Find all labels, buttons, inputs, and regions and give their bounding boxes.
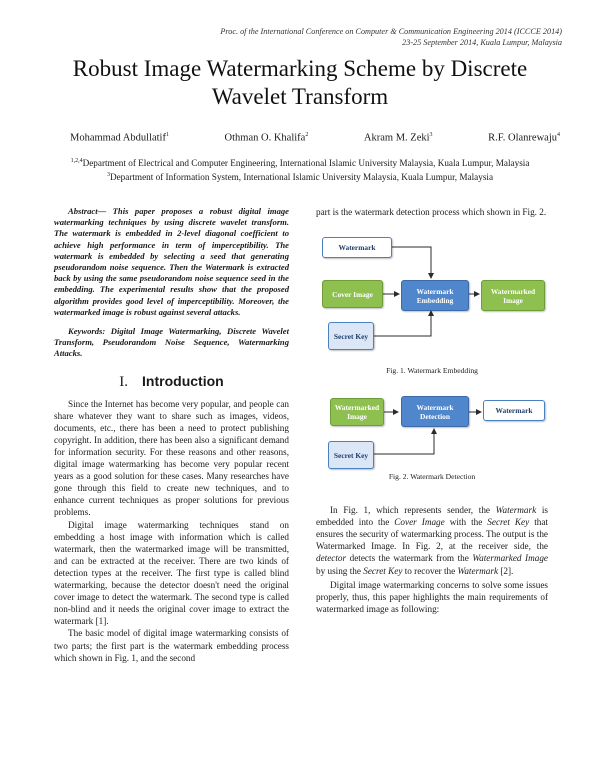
- section-title: Introduction: [142, 372, 224, 389]
- requirements-intro-paragraph: Digital image watermarking concerns to s…: [316, 579, 548, 614]
- figure-2-caption: Fig. 2. Watermark Detection: [388, 472, 476, 482]
- keywords: Keywords: Digital Image Watermarking, Di…: [54, 326, 289, 359]
- conference-line-2: 23-25 September 2014, Kuala Lumpur, Mala…: [402, 38, 562, 47]
- figure-1-embedding-diagram: Watermark Cover Image Watermark Embeddin…: [316, 224, 548, 360]
- figure-1-arrows: [373, 246, 480, 337]
- intro-paragraph-2: Digital image watermarking techniques st…: [54, 519, 289, 627]
- watermark-output-box: Watermark: [483, 400, 545, 422]
- title-line-1: Robust Image Watermarking Scheme by Disc…: [72, 56, 528, 81]
- watermark-detection-box: Watermark Detection: [401, 396, 469, 428]
- figure-1-caption: Fig. 1. Watermark Embedding: [386, 366, 478, 376]
- secret-key-box-2: Secret Key: [328, 441, 374, 470]
- author-2: Othman O. Khalifa2: [224, 132, 309, 144]
- watermark-embedding-box: Watermark Embedding: [401, 280, 469, 312]
- intro-paragraph-3: The basic model of digital image waterma…: [54, 628, 289, 663]
- author-list: Mohammad Abdullatif1 Othman O. Khalifa2 …: [70, 132, 560, 144]
- author-4: R.F. Olanrewaju4: [488, 132, 560, 144]
- affiliation-1: 1,2,4Department of Electrical and Comput…: [70, 158, 530, 169]
- watermarked-image-output-box: Watermarked Image: [481, 280, 545, 312]
- figures-explanation-paragraph: In Fig. 1, which represents sender, the …: [316, 505, 549, 576]
- right-column: part is the watermark detection process …: [316, 206, 548, 615]
- section-heading: I. Introduction: [54, 372, 289, 391]
- intro-paragraph-1: Since the Internet has become very popul…: [54, 398, 289, 518]
- watermark-input-box: Watermark: [322, 237, 392, 259]
- figure-2-detection-diagram: Watermarked Image Watermark Detection Wa…: [316, 390, 548, 502]
- paper-title: Robust Image Watermarking Scheme by Disc…: [30, 55, 570, 111]
- secret-key-box: Secret Key: [328, 322, 374, 351]
- right-body-text: In Fig. 1, which represents sender, the …: [316, 504, 548, 615]
- affiliations: 1,2,4Department of Electrical and Comput…: [20, 155, 580, 183]
- affiliation-2: 3Department of Information System, Inter…: [106, 172, 494, 183]
- figure-2-arrows: [374, 409, 482, 455]
- abstract: Abstract— This paper proposes a robust d…: [54, 206, 289, 317]
- conference-line-1: Proc. of the International Conference on…: [220, 27, 562, 36]
- conference-header: Proc. of the International Conference on…: [220, 26, 562, 48]
- watermarked-image-input-box: Watermarked Image: [330, 398, 384, 427]
- title-line-2: Wavelet Transform: [211, 84, 389, 109]
- detection-intro-text: part is the watermark detection process …: [316, 207, 547, 217]
- author-3: Akram M. Zeki3: [363, 132, 433, 144]
- author-1: Mohammad Abdullatif1: [70, 132, 169, 144]
- left-column: Abstract— This paper proposes a robust d…: [54, 206, 289, 664]
- section-number: I.: [119, 373, 129, 390]
- cover-image-box: Cover Image: [322, 280, 383, 309]
